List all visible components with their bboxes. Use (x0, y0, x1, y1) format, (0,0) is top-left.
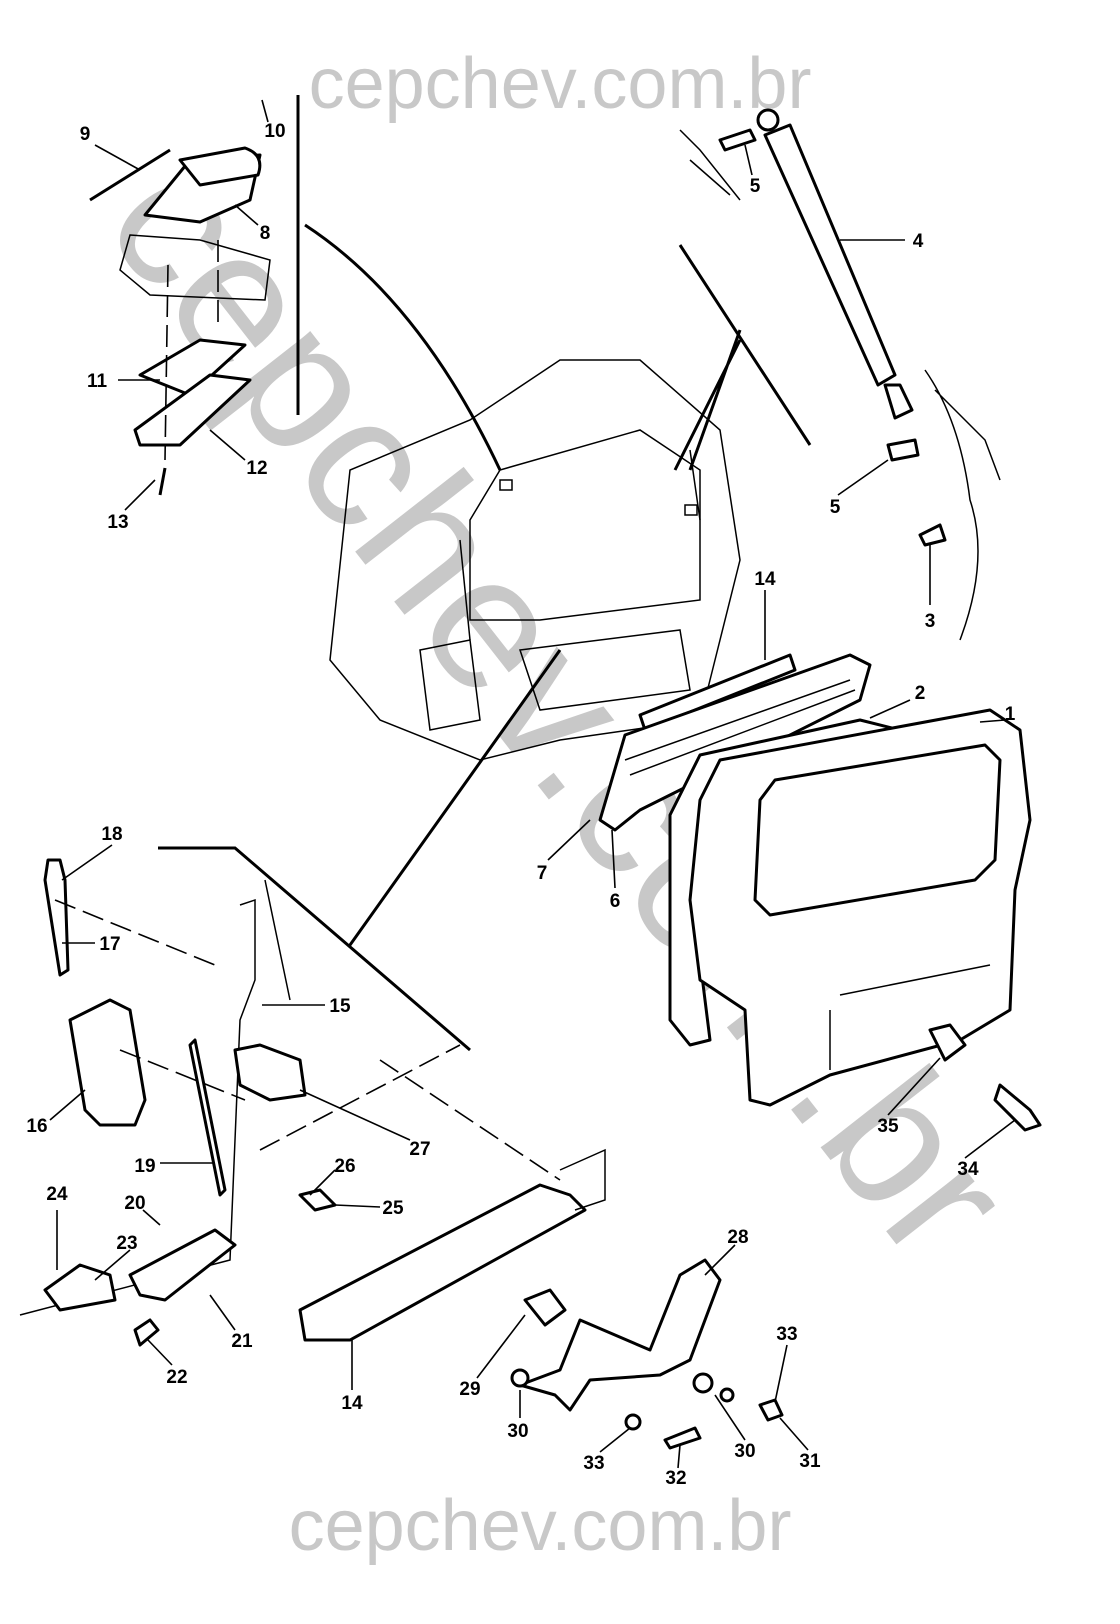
callout-12: 12 (246, 458, 267, 479)
callout-33: 33 (583, 1453, 604, 1474)
callout-6: 6 (610, 891, 621, 912)
gas-strut-part (679, 108, 1001, 641)
callout-30: 30 (507, 1421, 528, 1442)
callout-13: 13 (107, 512, 128, 533)
callout-21: 21 (231, 1331, 253, 1352)
callout-16: 16 (26, 1116, 47, 1137)
callout-33: 33 (776, 1324, 797, 1345)
callout-7: 7 (537, 863, 548, 884)
watermark-top: cepchev.com.br (309, 44, 812, 124)
callout-18: 18 (101, 824, 122, 845)
actuator-part (68, 998, 147, 1127)
callout-27: 27 (409, 1139, 430, 1160)
callout-28: 28 (727, 1227, 748, 1248)
callout-30: 30 (734, 1441, 755, 1462)
callout-15: 15 (329, 996, 351, 1017)
callout-25: 25 (382, 1198, 404, 1219)
callout-3: 3 (925, 611, 936, 632)
callout-5: 5 (830, 497, 841, 518)
callout-11: 11 (87, 371, 108, 392)
callout-32: 32 (665, 1468, 686, 1489)
callout-9: 9 (80, 124, 91, 145)
plate-part (133, 373, 252, 447)
callout-26: 26 (334, 1156, 355, 1177)
callout-17: 17 (99, 934, 120, 955)
watermark-bottom: cepchev.com.br (289, 1486, 792, 1566)
callout-19: 19 (134, 1156, 155, 1177)
callout-35: 35 (877, 1116, 899, 1137)
lower-molding-part (298, 1183, 587, 1342)
trim-panel-part (598, 653, 872, 832)
callout-10: 10 (264, 121, 285, 142)
callout-24: 24 (46, 1184, 68, 1205)
callout-8: 8 (260, 223, 271, 244)
callout-23: 23 (116, 1233, 137, 1254)
callout-14: 14 (754, 569, 776, 590)
callout-34: 34 (957, 1159, 979, 1180)
callout-2: 2 (915, 683, 926, 704)
callout-22: 22 (166, 1367, 187, 1388)
pad-part (138, 338, 247, 397)
callout-31: 31 (799, 1451, 821, 1472)
leader-lines (49, 99, 1016, 1469)
hinge-part (89, 146, 271, 301)
upper-molding-part (638, 653, 797, 732)
rod-part (43, 858, 70, 977)
callout-29: 29 (459, 1379, 480, 1400)
callout-4: 4 (913, 231, 924, 252)
liftgate-glass (753, 743, 1002, 917)
reference-line (158, 95, 812, 1052)
callout-5: 5 (750, 176, 761, 197)
callout-labels: 9 10 8 11 12 13 5 4 5 3 14 2 1 7 6 18 17… (26, 121, 1015, 1489)
bracket-part (518, 1258, 722, 1412)
callout-14: 14 (341, 1393, 363, 1414)
callout-1: 1 (1005, 704, 1016, 725)
callout-20: 20 (124, 1193, 145, 1214)
